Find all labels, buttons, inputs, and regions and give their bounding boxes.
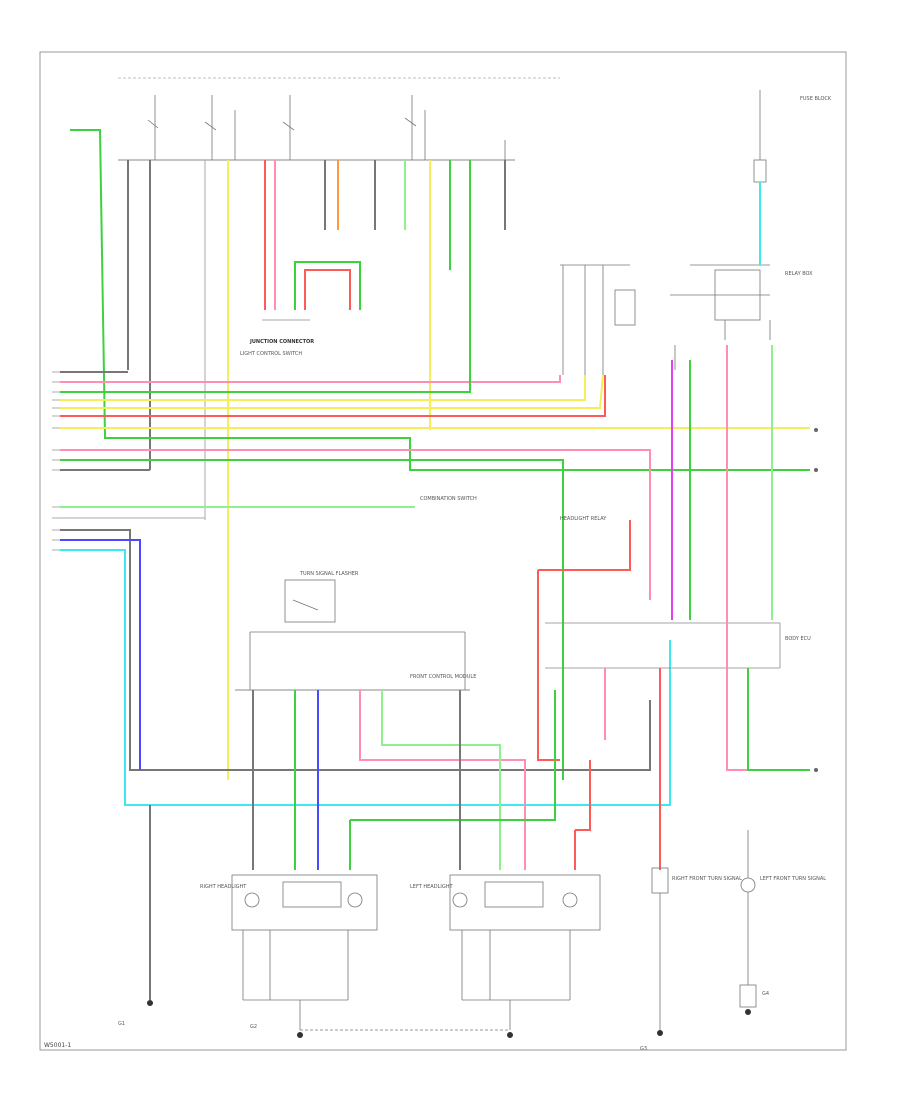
relay-box-top-right bbox=[670, 264, 771, 370]
label-body-ecu: BODY ECU bbox=[785, 636, 811, 642]
footer-code: W5001-1 bbox=[44, 1042, 71, 1049]
label-combination-switch: COMBINATION SWITCH bbox=[420, 496, 477, 502]
label-turn-signal-flasher: TURN SIGNAL FLASHER bbox=[299, 571, 359, 577]
left-edge-terminals bbox=[52, 371, 60, 551]
label-right-front-turn-signal: RIGHT FRONT TURN SIGNAL bbox=[672, 876, 742, 882]
top-vertical-wires bbox=[127, 160, 506, 780]
green-wire-left-loop bbox=[70, 129, 810, 471]
label-relay-box: RELAY BOX bbox=[785, 271, 813, 277]
body-ecu-box bbox=[545, 622, 781, 669]
diagram-border bbox=[39, 51, 847, 1051]
headlight-feed-wires bbox=[149, 690, 591, 1000]
label-left-front-turn-signal: LEFT FRONT TURN SIGNAL bbox=[760, 876, 826, 882]
right-headlight-unit bbox=[231, 874, 378, 931]
label-ground-far-right: G4 bbox=[762, 991, 769, 997]
junction-loop-wires bbox=[294, 261, 361, 310]
left-headlight-unit bbox=[449, 874, 601, 931]
right-vertical-wires bbox=[537, 182, 810, 870]
label-headlight-relay: HEADLIGHT RELAY bbox=[560, 516, 607, 522]
left-front-turn-signal bbox=[739, 830, 757, 1008]
label-ground-center: G2 bbox=[250, 1024, 257, 1030]
right-edge-connectors bbox=[814, 428, 818, 772]
ground-symbol-left bbox=[147, 1000, 153, 1006]
relay-box-mid bbox=[560, 264, 636, 375]
ground-symbol-right bbox=[657, 1009, 751, 1036]
turn-signal-flasher bbox=[249, 579, 466, 690]
horizontal-harness-middle bbox=[60, 449, 651, 780]
horizontal-harness-lower bbox=[60, 506, 671, 806]
label-front-control-module: FRONT CONTROL MODULE bbox=[410, 674, 476, 680]
label-ground-left: G1 bbox=[118, 1021, 125, 1027]
top-switch-groups bbox=[147, 95, 506, 160]
horizontal-harness-upper bbox=[60, 300, 810, 429]
label-junction-connector: JUNCTION CONNECTOR bbox=[249, 339, 314, 345]
headlight-ground-wires bbox=[242, 930, 571, 1031]
right-front-turn-signal bbox=[651, 867, 669, 1030]
label-light-control-switch: LIGHT CONTROL SWITCH bbox=[240, 351, 302, 357]
label-fuse-block: FUSE BLOCK bbox=[800, 96, 832, 102]
ground-symbol-center bbox=[297, 1032, 513, 1038]
label-right-headlight: RIGHT HEADLIGHT bbox=[200, 884, 247, 890]
label-left-headlight: LEFT HEADLIGHT bbox=[410, 884, 453, 890]
label-ground-right: G3 bbox=[640, 1046, 647, 1052]
